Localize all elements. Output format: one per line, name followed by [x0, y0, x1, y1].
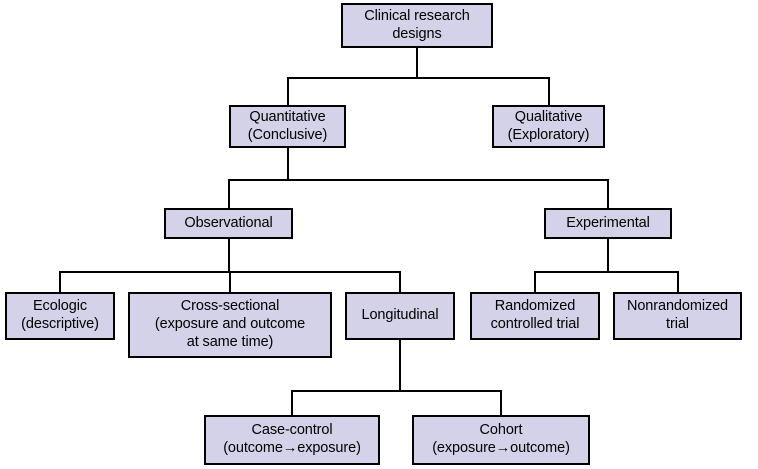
- node-quantitative: Quantitative (Conclusive): [229, 105, 346, 148]
- connector-observational: [59, 238, 401, 293]
- node-ecologic: Ecologic (descriptive): [5, 292, 115, 340]
- node-qualitative: Qualitative (Exploratory): [492, 105, 605, 148]
- node-randomized-controlled-trial: Randomized controlled trial: [470, 292, 600, 340]
- connector-experimental: [534, 238, 679, 293]
- connector-longitudinal: [291, 339, 502, 416]
- connector-root: [287, 47, 550, 106]
- node-nonrandomized-trial: Nonrandomized trial: [613, 292, 742, 340]
- node-longitudinal: Longitudinal: [345, 292, 455, 340]
- connector-quantitative: [228, 147, 609, 209]
- node-observational: Observational: [164, 208, 293, 239]
- node-case-control: Case-control (outcome→exposure): [204, 415, 380, 465]
- node-cross-sectional: Cross-sectional (exposure and outcome at…: [128, 292, 332, 358]
- node-experimental: Experimental: [544, 208, 672, 239]
- node-cohort: Cohort (exposure→outcome): [412, 415, 590, 465]
- node-root: Clinical research designs: [341, 3, 493, 48]
